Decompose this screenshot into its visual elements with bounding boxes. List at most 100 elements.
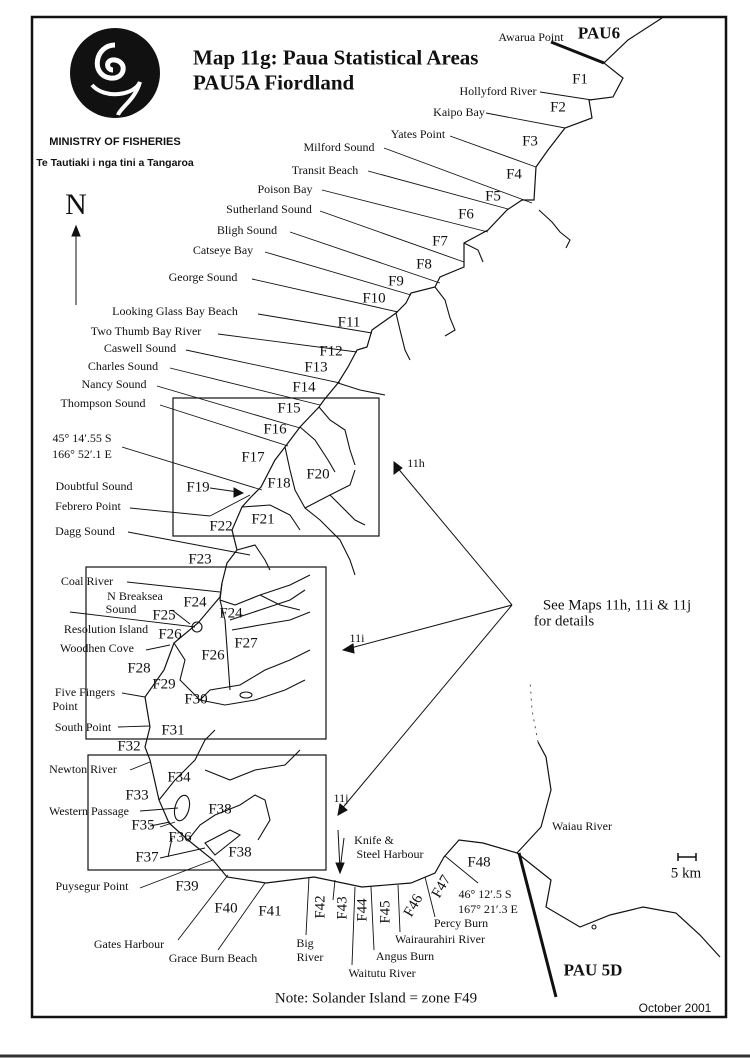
zone-label-f40: F40 [214, 900, 238, 917]
place-label: Two Thumb Bay River [90, 324, 202, 338]
footer-note: Note: Solander Island = zone F49 [274, 990, 478, 1007]
place-label: Nancy Sound [81, 377, 147, 391]
zone-label-f6: F6 [458, 206, 474, 223]
inset-box-11j [87, 754, 327, 871]
zone-label-f43: F43 [334, 896, 351, 920]
zone-label-f22: F22 [209, 518, 233, 535]
place-label: 46° 12′.5 S [458, 887, 512, 901]
zone-label-f30: F30 [184, 691, 208, 708]
place-label: Bligh Sound [216, 223, 278, 237]
zone-label-f13: F13 [304, 359, 328, 376]
place-label: N Breaksea [107, 589, 163, 603]
leader-lines [69, 91, 593, 966]
ministry-logo-icon [70, 28, 160, 118]
footer-date: October 2001 [638, 1001, 712, 1015]
place-label: Waitutu River [348, 966, 416, 980]
place-label: Kaipo Bay [433, 105, 485, 119]
zone-label-f38: F38 [228, 844, 252, 861]
north-label: N [65, 188, 87, 221]
pau6-boundary [550, 40, 605, 65]
place-label: Puysegur Point [55, 879, 129, 893]
org-motto: Te Tautiaki i nga tini a Tangaroa [36, 157, 194, 169]
place-label: Western Passage [48, 804, 130, 818]
map-subtitle: PAU5A Fiordland [193, 70, 355, 95]
coastline-dotted [529, 679, 539, 743]
zone-label-f12: F12 [319, 343, 343, 360]
zone-label-f21: F21 [251, 511, 275, 528]
place-label: Charles Sound [87, 359, 159, 373]
zone-label-f39: F39 [175, 878, 199, 895]
zone-label-f24: F24 [183, 594, 207, 611]
place-label: Percy Burn [433, 916, 489, 930]
place-label: Angus Burn [375, 949, 435, 963]
place-label: Hollyford River [459, 84, 537, 98]
pau5d-label: PAU 5D [563, 960, 623, 980]
place-label: Woodhen Cove [59, 641, 135, 655]
place-label: Transit Beach [291, 163, 359, 177]
zone-label-f34: F34 [167, 769, 191, 786]
zone-label-f28: F28 [127, 660, 151, 677]
zone-label-f3: F3 [522, 133, 538, 150]
place-label: Milford Sound [303, 140, 375, 154]
zone-label-f17: F17 [241, 449, 265, 466]
pau6-label: PAU6 [577, 23, 621, 43]
zone-label-f41: F41 [258, 903, 282, 920]
inset-label-11i: 11i [349, 631, 365, 645]
zone-label-f11: F11 [337, 314, 361, 331]
zone-label-f25: F25 [152, 607, 176, 624]
map-title: Map 11g: Paua Statistical Areas [193, 45, 479, 70]
zone-label-f48: F48 [467, 854, 491, 871]
zone-label-f33: F33 [125, 787, 149, 804]
zone-label-f29: F29 [152, 676, 176, 693]
zone-label-f9: F9 [388, 273, 404, 290]
zone-label-f23: F23 [188, 551, 212, 568]
zone-label-f14: F14 [292, 379, 316, 396]
place-label: Waiau River [551, 819, 613, 833]
zone-label-f26: F26 [158, 626, 182, 643]
place-label: Yates Point [390, 127, 446, 141]
pau5d-boundary [517, 852, 558, 998]
place-label: Dagg Sound [55, 524, 115, 538]
place-label: South Point [54, 720, 112, 734]
zone-label-f20: F20 [306, 466, 330, 483]
place-label: Gates Harbour [93, 937, 165, 951]
zone-label-f15: F15 [277, 400, 301, 417]
zone-label-f37: F37 [135, 849, 159, 866]
zone-label-f5: F5 [485, 188, 501, 205]
inset-box-11i [85, 566, 327, 740]
inset-note-line2: for details [533, 613, 595, 630]
place-label: Point [52, 699, 78, 713]
place-label: Sound [105, 602, 137, 616]
zone-label-f18: F18 [267, 475, 291, 492]
map-border [30, 15, 728, 1019]
zone-label-f27: F27 [234, 635, 258, 652]
zone-label-f24: F24 [219, 605, 243, 622]
zone-label-f32: F32 [117, 738, 141, 755]
zone-label-f1: F1 [572, 71, 588, 88]
zone-label-f4: F4 [506, 166, 522, 183]
zone-label-f45: F45 [377, 900, 394, 924]
place-label: Knife & [354, 833, 394, 847]
place-label: George Sound [168, 270, 238, 284]
org-name: MINISTRY OF FISHERIES [49, 136, 181, 148]
inset-note-line1: See Maps 11h, 11i & 11j [542, 597, 692, 614]
place-label: River [296, 950, 324, 964]
place-label: Wairaurahiri River [395, 932, 485, 946]
inset-label-11j: 11j [333, 791, 349, 805]
place-label: Newton River [49, 762, 117, 776]
place-label: Poison Bay [257, 182, 313, 196]
zone-label-f35: F35 [131, 817, 155, 834]
arrows [71, 224, 513, 875]
zone-label-f7: F7 [432, 233, 448, 250]
zone-label-f16: F16 [263, 421, 287, 438]
place-label: Steel Harbour [356, 847, 424, 861]
place-label: Caswell Sound [103, 341, 177, 355]
zone-label-f36: F36 [168, 829, 192, 846]
place-label: Grace Burn Beach [168, 951, 258, 965]
zone-label-f44: F44 [354, 898, 371, 922]
fjords [158, 209, 597, 930]
place-label: Big [296, 936, 314, 950]
inset-label-11h: 11h [407, 456, 425, 470]
